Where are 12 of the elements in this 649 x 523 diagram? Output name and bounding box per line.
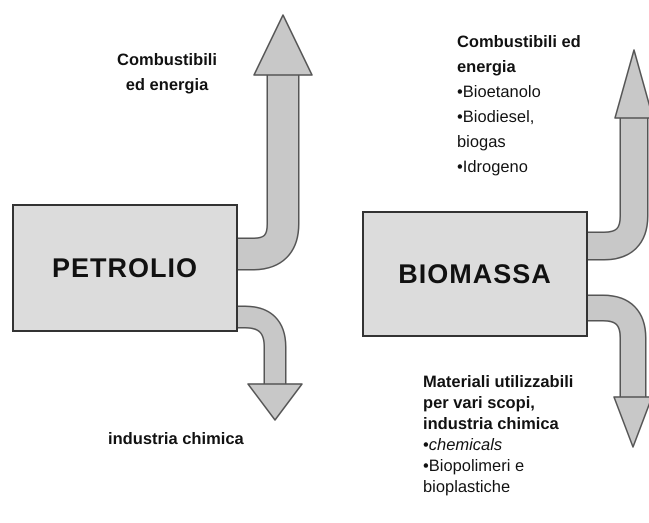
list-item: •Bioetanolo <box>457 82 541 103</box>
output-heading: Combustibili ed energia <box>457 32 582 78</box>
box-label: PETROLIO <box>52 252 198 284</box>
list-item: •chemicals <box>423 435 502 456</box>
list-item: •Biopolimeri e bioplastiche <box>423 456 526 498</box>
process-box <box>12 204 238 332</box>
list-item: •Idrogeno <box>457 157 528 178</box>
output-heading: industria chimica <box>108 429 244 450</box>
output-heading: Combustibili ed energia <box>116 50 218 96</box>
box-label: BIOMASSA <box>398 258 552 290</box>
process-box <box>362 211 588 337</box>
list-item: •Biodiesel, biogas <box>457 107 536 153</box>
